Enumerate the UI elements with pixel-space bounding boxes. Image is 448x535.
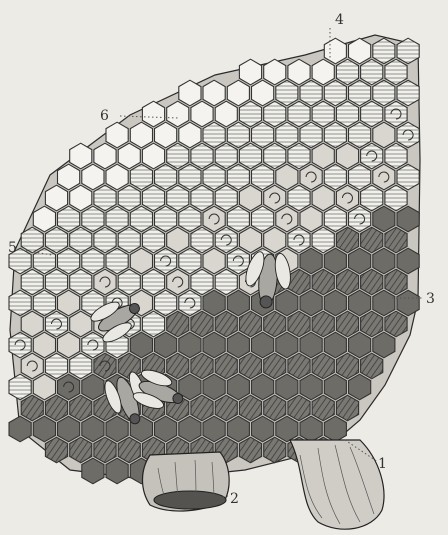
queen-cell-open-cup	[143, 452, 230, 511]
label-2: 2	[230, 491, 239, 507]
label-3: 3	[426, 291, 435, 307]
label-1: 1	[378, 456, 387, 472]
label-6: 6	[100, 108, 109, 124]
queen-cell-sealed	[290, 440, 384, 529]
label-4: 4	[335, 12, 344, 28]
label-5: 5	[8, 240, 17, 256]
